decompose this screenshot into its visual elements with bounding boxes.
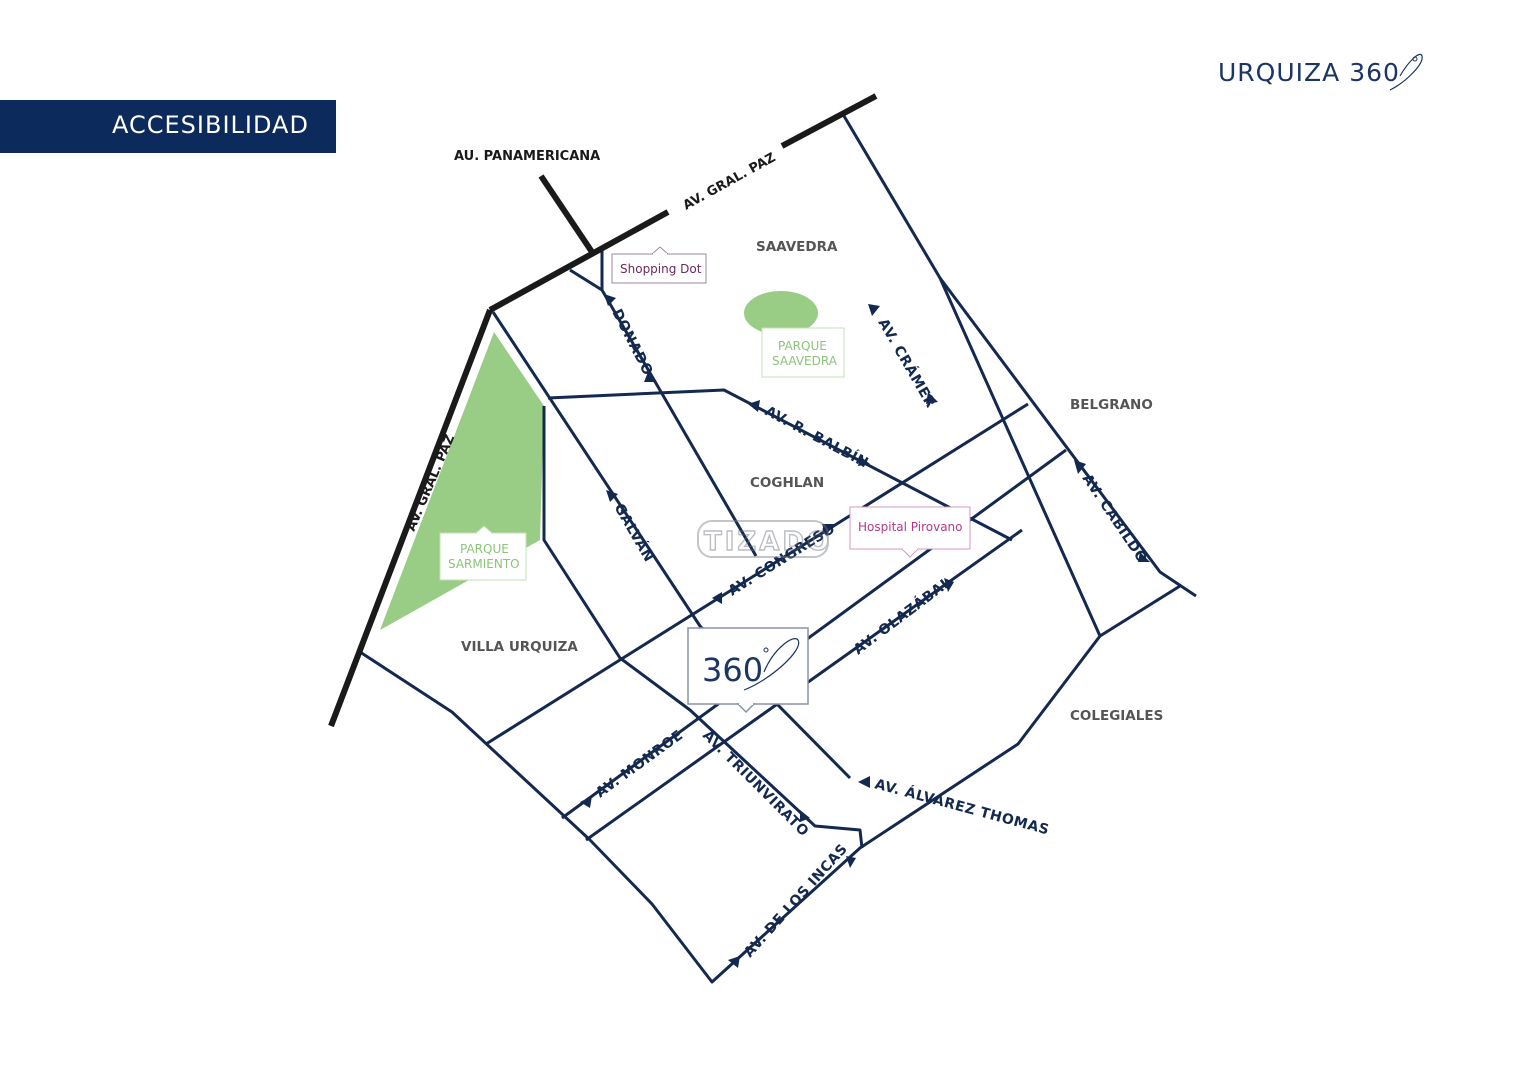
label-olazabal: AV. OLAZÁBAL — [850, 573, 955, 658]
label-parque-saavedra-1: PARQUE — [778, 339, 827, 353]
arrow-icon — [858, 776, 870, 788]
arrow-icon — [800, 810, 810, 822]
arrow-icon — [846, 856, 856, 868]
arrow-icon — [868, 304, 880, 316]
label-saavedra: SAAVEDRA — [756, 239, 838, 255]
brand-name: URQUIZA 360 — [1218, 58, 1400, 87]
label-au-panamericana: AU. PANAMERICANA — [454, 149, 600, 164]
label-cabildo: AV. CABILDO — [1079, 471, 1150, 566]
label-parque-sarmiento-1: PARQUE — [460, 542, 509, 556]
road-donado — [569, 268, 758, 557]
label-hospital-pirovano: Hospital Pirovano — [858, 520, 963, 534]
label-colegiales: COLEGIALES — [1070, 708, 1163, 724]
marker-label: 360 — [702, 651, 763, 689]
road-alvarez-thomas — [359, 584, 1181, 984]
road-west-diagonal — [542, 406, 864, 849]
highway-gral-paz-top-a — [488, 209, 670, 313]
label-cramer: AV. CRÁMER — [875, 316, 940, 411]
section-title: ACCESIBILIDAD — [112, 111, 309, 139]
label-monroe: AV. MONROE — [593, 727, 686, 801]
orbit-icon — [1389, 53, 1423, 91]
label-alvarez-thomas: AV. ÁLVAREZ THOMAS — [873, 775, 1051, 838]
label-belgrano: BELGRANO — [1070, 397, 1153, 413]
brand-logo: URQUIZA 360 — [1218, 53, 1423, 102]
highway-gral-paz-left — [328, 308, 493, 728]
arrow-icon — [926, 392, 938, 404]
arrow-icon — [822, 524, 834, 536]
road-galvan — [491, 311, 852, 780]
label-donado: DONADO — [608, 307, 655, 379]
label-galvan: GALVÁN — [611, 501, 658, 566]
road-olazabal — [561, 448, 1067, 820]
arrow-icon — [644, 372, 656, 382]
arrow-icon — [606, 490, 618, 502]
arrow-icon — [580, 796, 592, 808]
poi-parque-saavedra: PARQUE SAAVEDRA — [761, 327, 845, 378]
arrow-icon — [604, 294, 616, 306]
arrow-icon — [748, 400, 760, 412]
arrow-icon — [712, 592, 722, 604]
highway-network — [328, 93, 878, 728]
parque-saavedra-area — [744, 291, 818, 335]
label-balbin: AV. R. BALBÍN — [762, 403, 871, 472]
marker-orbit-icon — [743, 638, 800, 691]
highway-gral-paz-top-b — [780, 93, 878, 149]
label-de-los-incas: AV. DE LOS INCAS — [741, 841, 851, 961]
road-cramer — [842, 115, 1102, 637]
label-villa-urquiza: VILLA URQUIZA — [461, 639, 578, 655]
poi-parque-sarmiento: PARQUE SARMIENTO — [439, 525, 527, 581]
arrow-icon — [944, 578, 954, 592]
label-parque-sarmiento-2: SARMIENTO — [448, 557, 520, 571]
marker-dot-icon — [763, 647, 769, 653]
arrow-icon — [728, 956, 740, 968]
direction-arrows — [580, 294, 1150, 968]
poi-shopping-dot: Shopping Dot — [611, 246, 707, 284]
label-triunvirato: AV. TRIUNVIRATO — [699, 728, 812, 841]
label-parque-saavedra-2: SAAVEDRA — [772, 354, 838, 368]
arrow-icon — [1138, 552, 1150, 562]
label-shopping-dot: Shopping Dot — [620, 262, 702, 276]
watermark-text: TIZADO — [704, 527, 832, 557]
label-coghlan: COGHLAN — [750, 475, 824, 491]
poi-hospital-pirovano: Hospital Pirovano — [849, 506, 971, 558]
highway-panamericana — [538, 174, 595, 254]
location-marker: 360 — [687, 627, 809, 714]
arrow-icon — [1074, 460, 1086, 474]
road-congreso — [485, 402, 1029, 746]
road-cabildo — [938, 277, 1197, 598]
label-gral-paz-top: AV. GRAL. PAZ — [681, 150, 779, 213]
road-balbin — [547, 388, 1013, 542]
watermark: TIZADO — [697, 520, 832, 558]
arrow-icon — [858, 456, 870, 466]
section-header: ACCESIBILIDAD — [0, 100, 336, 153]
